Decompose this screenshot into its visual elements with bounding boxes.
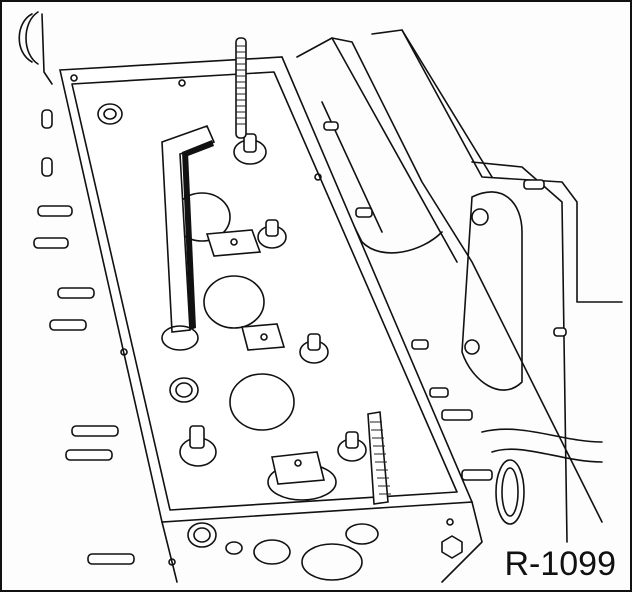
cylinder-head-drawing bbox=[59, 56, 483, 583]
side-studs-drawing bbox=[33, 109, 567, 565]
figure-label: R-1099 bbox=[504, 545, 616, 583]
hex-key-drawing bbox=[161, 124, 216, 351]
threaded-studs-drawing bbox=[235, 37, 391, 505]
head-bolts-drawing bbox=[179, 133, 367, 467]
